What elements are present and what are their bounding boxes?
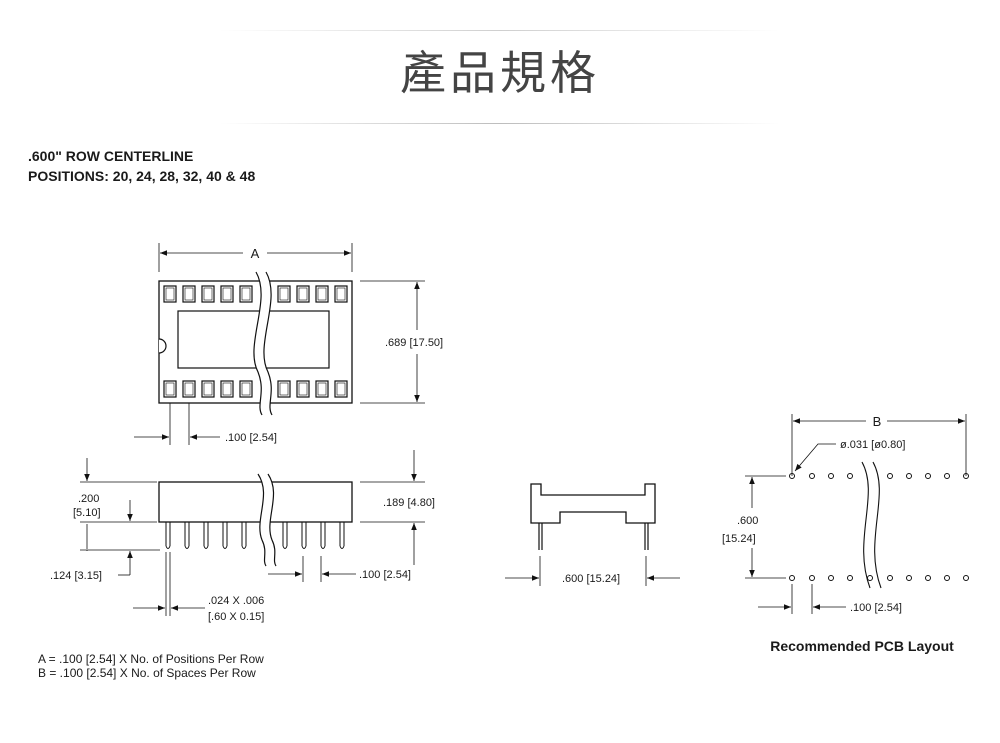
side-body-height-dim: .189 [4.80] <box>383 497 435 509</box>
side-pin-length-dim: .124 [3.15] <box>50 570 102 582</box>
side-pin-size-dim: .024 X .006 <box>208 595 264 607</box>
note-b: B = .100 [2.54] X No. of Spaces Per Row <box>38 666 256 680</box>
title-rule-bottom <box>220 123 780 124</box>
top-pitch-dim: .100 [2.54] <box>225 432 277 444</box>
pcb-layout <box>745 414 969 614</box>
note-a: A = .100 [2.54] X No. of Positions Per R… <box>38 652 264 666</box>
bottom-pin-row <box>163 380 348 398</box>
pcb-layout-caption: Recommended PCB Layout <box>770 638 954 654</box>
pcb-row-spacing-dim: .600 <box>737 515 758 527</box>
page-title: 產品規格 <box>400 46 600 100</box>
spec-heading-positions: POSITIONS: 20, 24, 28, 32, 40 & 48 <box>28 168 256 184</box>
dim-b-label: B <box>873 414 882 429</box>
side-view <box>80 450 425 616</box>
pcb-top-hole-row <box>789 473 969 479</box>
dim-a-label: A <box>251 246 260 261</box>
title-rule-top <box>220 30 780 31</box>
side-height-upper-dim: .200 <box>78 493 99 505</box>
pcb-pitch-dim: .100 [2.54] <box>850 602 902 614</box>
side-pins <box>165 522 345 549</box>
end-view <box>505 483 680 586</box>
end-row-spacing-dim: .600 [15.24] <box>562 573 620 585</box>
side-height-upper-dim-metric: [5.10] <box>73 507 101 519</box>
pcb-bottom-hole-row <box>789 575 969 581</box>
top-height-dim: .689 [17.50] <box>385 337 443 349</box>
top-pin-row <box>163 285 348 303</box>
side-pin-size-dim-metric: [.60 X 0.15] <box>208 611 264 623</box>
pcb-hole-dim: ø.031 [ø0.80] <box>840 439 905 451</box>
top-view <box>134 243 425 445</box>
side-pin-pitch-dim: .100 [2.54] <box>359 569 411 581</box>
pcb-row-spacing-dim-metric: [15.24] <box>722 533 756 545</box>
spec-heading-centerline: .600" ROW CENTERLINE <box>28 148 194 164</box>
